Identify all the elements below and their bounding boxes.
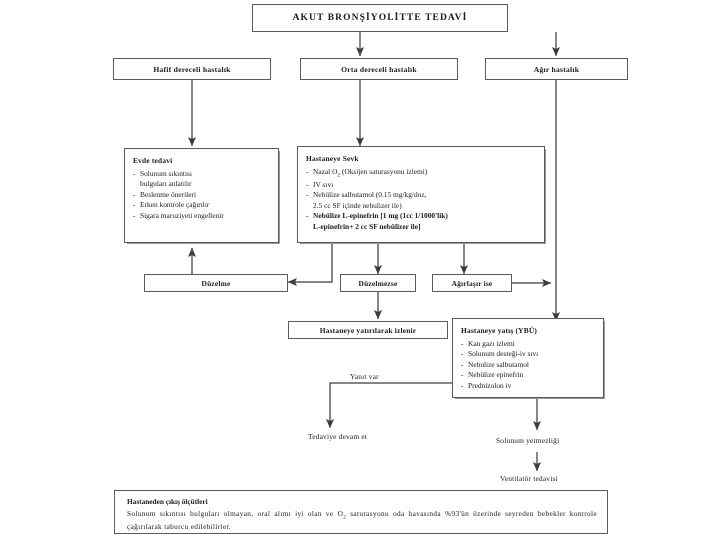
hospital-referral-list: Nazal O2 (Oksijen saturasyonu izlemi) IV… (306, 167, 538, 233)
node-worsening[interactable]: Ağırlaşır ise (432, 274, 512, 292)
node-home-treatment[interactable]: Evde tedavi Solunum sıkıntısı bulguları … (124, 148, 279, 243)
list-item: Beslenme önerileri (133, 190, 272, 201)
list-item: Nebülize epinefrin (461, 370, 597, 381)
node-continue-treatment: Tedaviye devam et (308, 432, 368, 441)
discharge-criteria-body: Solunum sıkıntısı bulguları olmayan, ora… (127, 508, 597, 532)
list-item: Kan gazı izlemi (461, 339, 597, 350)
node-mild-disease[interactable]: Hafif dereceli hastalık (113, 58, 271, 80)
edge-label-response: Yanıt var (350, 372, 379, 381)
page-title: AKUT BRONŞİYOLİTTE TEDAVİ (252, 4, 508, 32)
list-item: Nebülize L-epinefrin [1 mg (1cc 1/1000'l… (306, 211, 538, 232)
list-item: Nebülize salbutamol (0.15 mg/kg/doz, 2.5… (306, 190, 538, 211)
list-item: Sigara maruziyeti engellenir (133, 211, 272, 222)
list-item: Solunum sıkıntısı bulguları anlatılır (133, 169, 272, 190)
node-no-improvement[interactable]: Düzelmezse (340, 274, 416, 292)
list-item: IV sıvı (306, 180, 538, 191)
home-treatment-list: Solunum sıkıntısı bulguları anlatılır Be… (133, 169, 272, 222)
edge-referral-to-improve (287, 243, 333, 287)
edge-icu-to-continue (326, 382, 456, 429)
node-icu-admission[interactable]: Hastaneye yatış (YBÜ) Kan gazı izlemi So… (452, 318, 604, 398)
list-item: Nazal O2 (Oksijen saturasyonu izlemi) (306, 167, 538, 180)
home-treatment-header: Evde tedavi (133, 156, 173, 165)
icu-admission-header: Hastaneye yatış (YBÜ) (461, 326, 538, 335)
node-ward-admission[interactable]: Hastaneye yatırılarak izlenir (288, 321, 448, 339)
node-ventilator-treatment: Ventilatör tedavisi (500, 474, 558, 483)
node-improvement[interactable]: Düzelme (144, 274, 288, 292)
icu-admission-list: Kan gazı izlemi Solunum desteği-iv sıvı … (461, 339, 597, 392)
hospital-referral-header: Hastaneye Sevk (306, 154, 359, 163)
node-respiratory-failure: Solunum yetmezliği (496, 436, 560, 445)
node-discharge-criteria: Hastaneden çıkış ölçütleri Solunum sıkın… (114, 490, 608, 534)
node-moderate-disease[interactable]: Orta dereceli hastalık (300, 58, 458, 80)
list-item: Solunum desteği-iv sıvı (461, 349, 597, 360)
list-item: Nebulize salbutamol (461, 360, 597, 371)
list-item: Erken kontrole çağırılır (133, 200, 272, 211)
list-item: Prednizolon iv (461, 381, 597, 392)
discharge-criteria-header: Hastaneden çıkış ölçütleri (127, 497, 208, 506)
node-severe-disease[interactable]: Ağır hastalık (485, 58, 628, 80)
node-hospital-referral[interactable]: Hastaneye Sevk Nazal O2 (Oksijen saturas… (297, 146, 545, 243)
